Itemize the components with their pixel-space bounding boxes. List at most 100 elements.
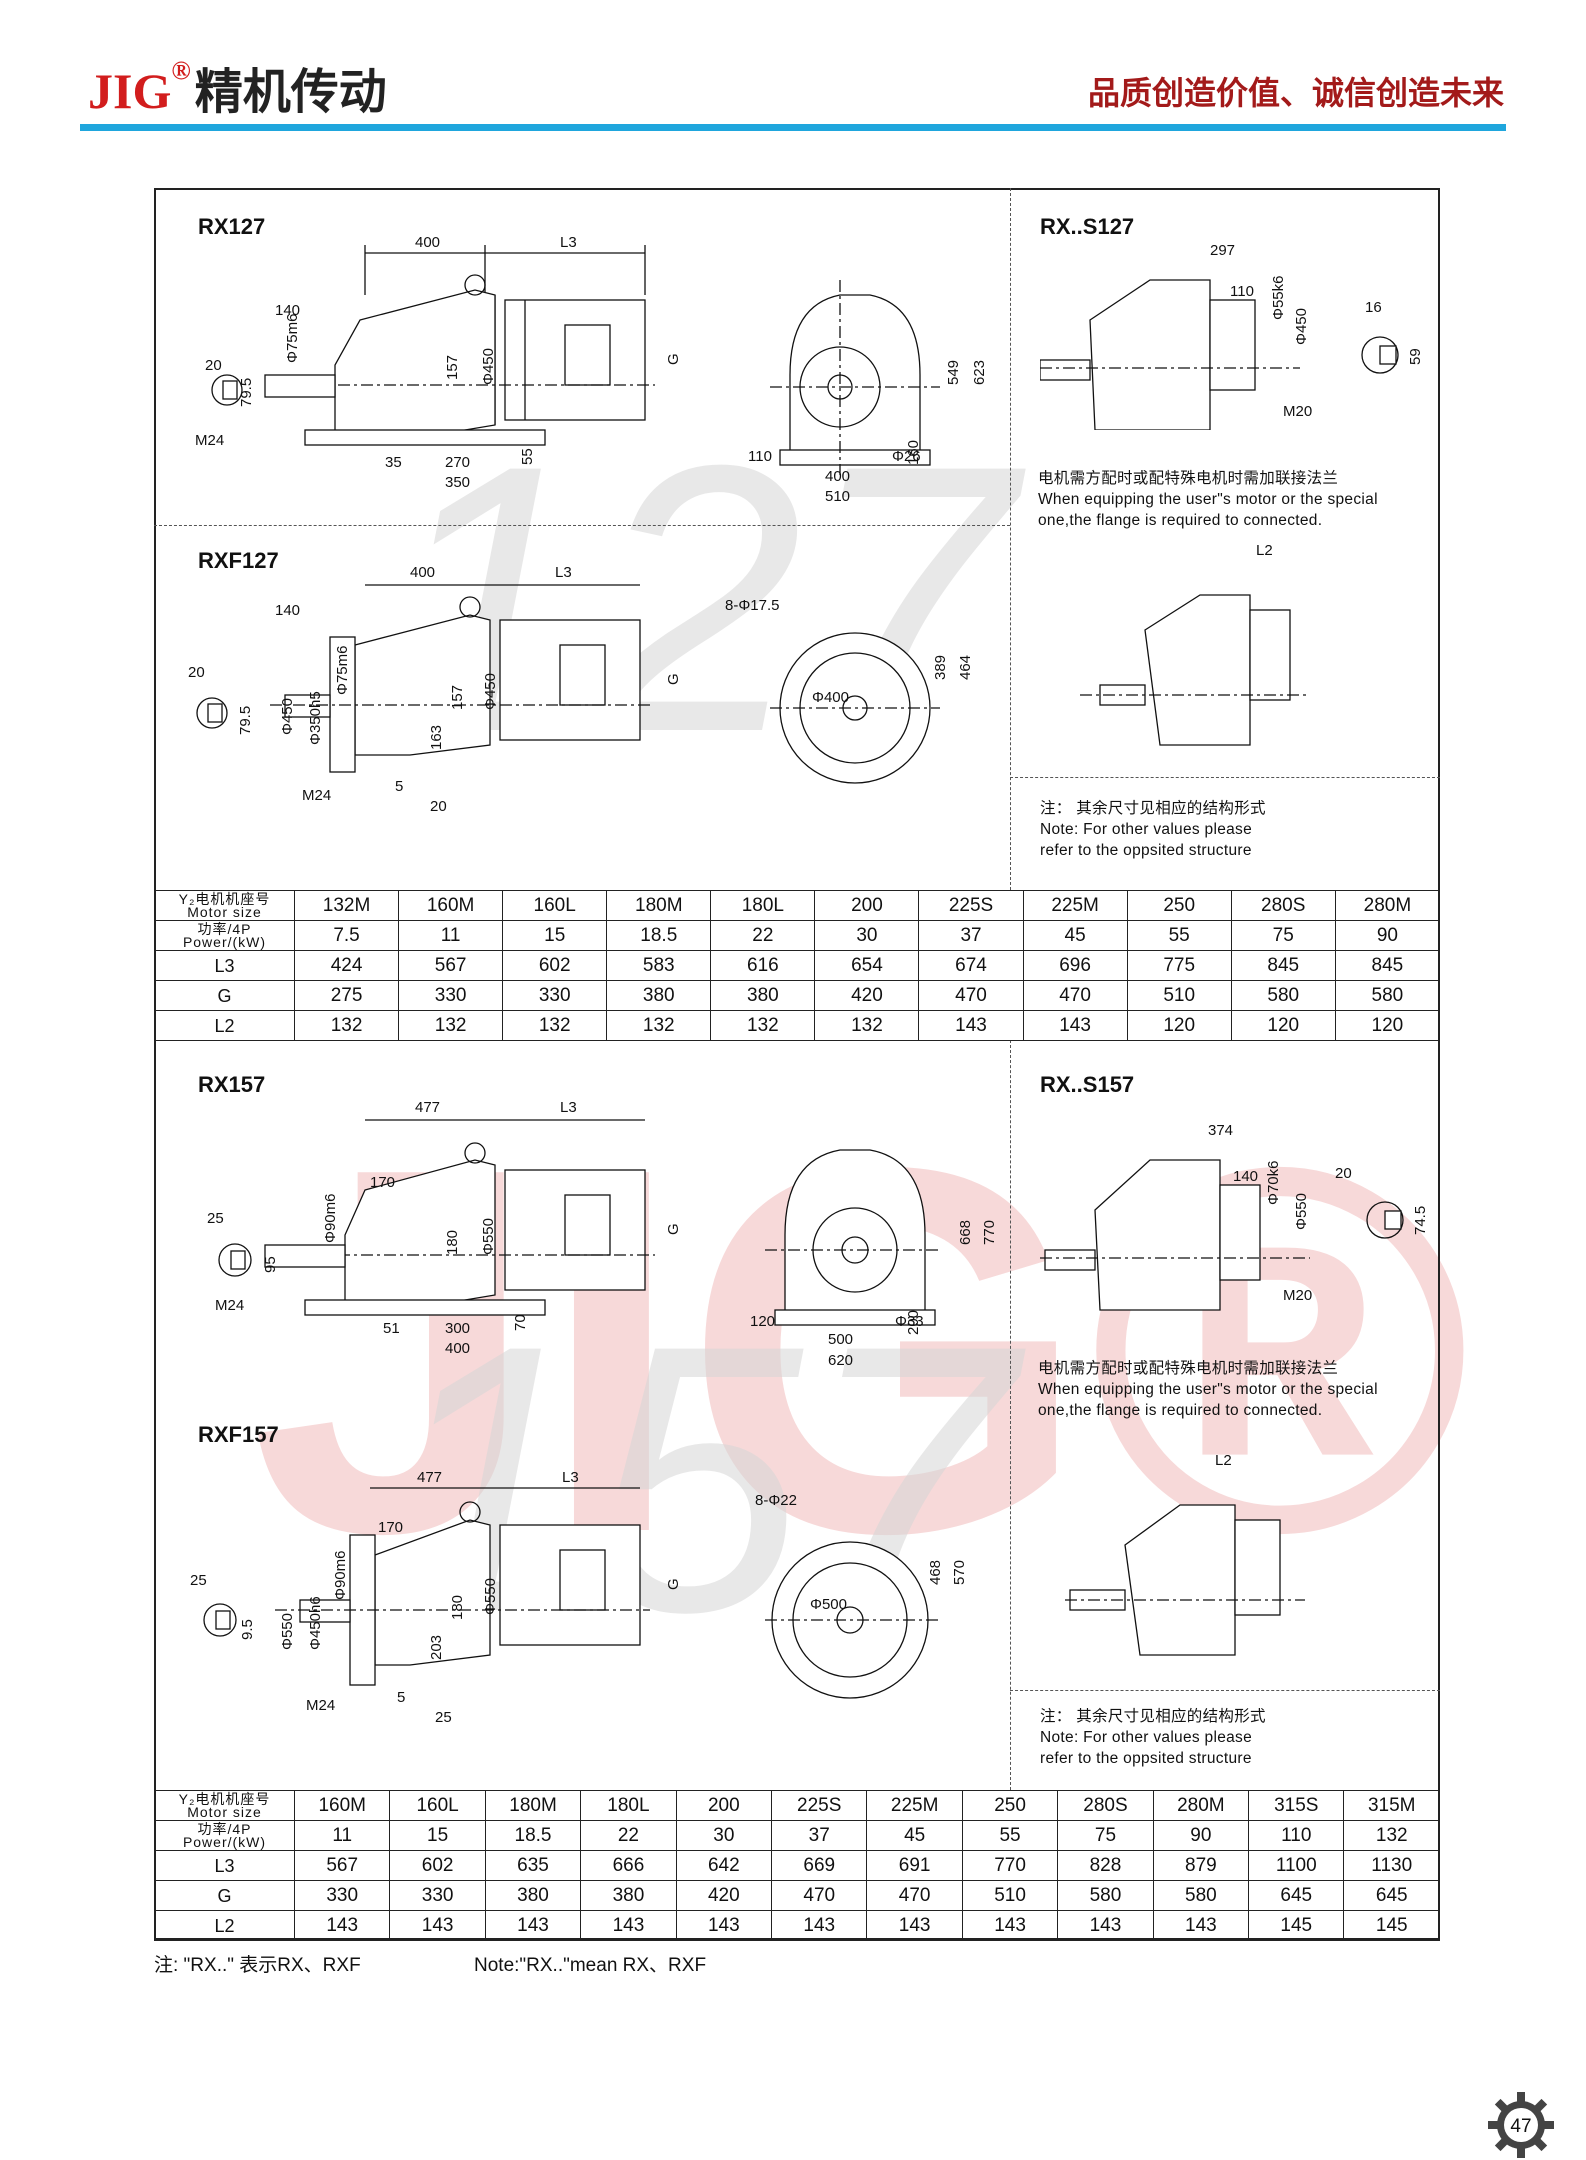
- cell-l2: 143: [293, 1910, 391, 1941]
- cell-power: 90: [1334, 920, 1441, 951]
- registered-mark: ®: [171, 56, 191, 85]
- header-en: Motor size: [187, 1803, 262, 1820]
- cell-l2: 143: [866, 1910, 963, 1941]
- cell-power: 22: [580, 1820, 677, 1851]
- label-l2: L2: [154, 1010, 295, 1041]
- cell-g: 380: [484, 1880, 582, 1911]
- dim-rxf157-180: 180: [449, 1595, 466, 1620]
- cell-size: 250: [961, 1790, 1059, 1821]
- label-l2: L2: [154, 1910, 295, 1941]
- cell-g: 510: [961, 1880, 1059, 1911]
- cell-l2: 132: [710, 1010, 816, 1041]
- cell-g: 470: [771, 1880, 868, 1911]
- cell-power: 7.5: [293, 920, 400, 951]
- divider-h1b: [1010, 777, 1440, 778]
- cell-l2: 120: [1334, 1010, 1441, 1041]
- dim-rxf127-450b: Φ450: [482, 673, 499, 710]
- cell-g: 580: [1230, 980, 1336, 1011]
- cell-l3: 669: [771, 1850, 868, 1881]
- model-title-rx127: RX127: [198, 214, 266, 239]
- dim-rxs157-20: 20: [1335, 1165, 1352, 1182]
- cell-power: 55: [1126, 920, 1232, 951]
- cell-l2: 132: [398, 1010, 504, 1041]
- dim-rxs127-m20: M20: [1283, 403, 1312, 420]
- dim-rx127-140: 140: [275, 302, 300, 319]
- cell-size: 225S: [771, 1790, 868, 1821]
- cell-power: 132: [1343, 1820, 1440, 1851]
- dim-rx157-300: 300: [445, 1320, 470, 1337]
- dim-rxf157-500: Φ500: [810, 1596, 847, 1613]
- dim-rxf157-25: 25: [190, 1572, 207, 1589]
- dim-rxf157-170: 170: [378, 1519, 403, 1536]
- dim-rxf127-157: 157: [449, 685, 466, 710]
- dim-rx127-79-5: 79.5: [238, 378, 255, 407]
- model-title-rxf127: RXF127: [198, 548, 279, 573]
- power-en: Power/(kW): [182, 933, 267, 950]
- cell-size: 225M: [866, 1790, 963, 1821]
- cell-g: 580: [1334, 980, 1441, 1011]
- cell-l3: 845: [1334, 950, 1441, 981]
- dim-rxf127-450: Φ450: [279, 698, 296, 735]
- dim-rxf157-477: 477: [417, 1470, 442, 1486]
- dim-rx157-shaft: Φ90m6: [322, 1194, 339, 1244]
- cell-g: 330: [293, 1880, 391, 1911]
- power-cn: 功率/4P: [197, 1820, 252, 1837]
- cell-g: 420: [814, 980, 920, 1011]
- cell-l3: 616: [710, 950, 816, 981]
- dim-rxf157-l3: L3: [562, 1470, 579, 1486]
- dim-rxs127-110: 110: [1230, 283, 1254, 300]
- dim-rx157-g: G: [665, 1223, 682, 1235]
- dim-rxf157-g: G: [665, 1578, 682, 1590]
- footnote-en: Note:"RX.."mean RX、RXF: [474, 1955, 707, 1976]
- dim-rxs127-59: 59: [1407, 348, 1424, 365]
- other-note-127: 注： 其余尺寸见相应的结构形式 Note: For other values p…: [1040, 798, 1266, 861]
- other-note-en-2: refer to the oppsited structure: [1040, 1750, 1252, 1767]
- model-title-rxs157: RX..S157: [1040, 1072, 1135, 1097]
- cell-l2: 132: [293, 1010, 400, 1041]
- dim-rx127-shaft: Φ75m6: [284, 314, 301, 364]
- cell-l3: 775: [1126, 950, 1232, 981]
- dim-rxs127-l2: L2: [1256, 542, 1273, 559]
- cell-l3: 1130: [1343, 1850, 1440, 1881]
- header-cn: Y₂电机机座号: [178, 1790, 271, 1807]
- flange-note-en-2: one,the flange is required to connected.: [1038, 1402, 1323, 1419]
- cell-l3: 602: [502, 950, 608, 981]
- dim-rx157-l3: L3: [560, 1099, 577, 1116]
- cell-l2: 132: [814, 1010, 920, 1041]
- dim-rxf127-5: 5: [395, 778, 403, 795]
- dim-rxs157-374: 374: [1208, 1122, 1233, 1139]
- dim-rx127-270: 270: [445, 454, 470, 471]
- dim-rxs157-l2: L2: [1215, 1452, 1232, 1469]
- cell-l3: 879: [1152, 1850, 1250, 1881]
- cell-power: 55: [961, 1820, 1059, 1851]
- other-note-en-1: Note: For other values please: [1040, 1729, 1253, 1746]
- rx157-side-drawing: 477 L3 170 25 95 Φ90m6 180 Φ550 G M24 51…: [207, 1099, 682, 1357]
- cell-g: 330: [502, 980, 608, 1011]
- header-divider: [80, 124, 1506, 131]
- dim-rxs157-550: Φ550: [1293, 1193, 1310, 1230]
- dim-rx157-200: 200: [905, 1310, 922, 1335]
- label-l3: L3: [154, 1850, 295, 1881]
- dim-rx127-510: 510: [825, 488, 850, 505]
- cell-l2: 143: [580, 1910, 677, 1941]
- cell-size: 160M: [293, 1790, 391, 1821]
- cell-power: 30: [814, 920, 920, 951]
- cell-g: 275: [293, 980, 400, 1011]
- cell-size: 280M: [1334, 890, 1441, 921]
- dim-rxf127-79-5: 79.5: [237, 706, 254, 735]
- dim-rxf157-550b: Φ550: [482, 1578, 499, 1615]
- cell-g: 380: [606, 980, 712, 1011]
- cell-power: 11: [293, 1820, 391, 1851]
- flange-note-157: 电机需方配时或配特殊电机时需加联接法兰 When equipping the u…: [1038, 1358, 1378, 1421]
- cell-l3: 583: [606, 950, 712, 981]
- dim-rxf127-350: Φ350h5: [307, 691, 324, 745]
- other-note-cn: 注： 其余尺寸见相应的结构形式: [1040, 1708, 1266, 1725]
- footnote-cn: 注: "RX.." 表示RX、RXF: [154, 1955, 361, 1976]
